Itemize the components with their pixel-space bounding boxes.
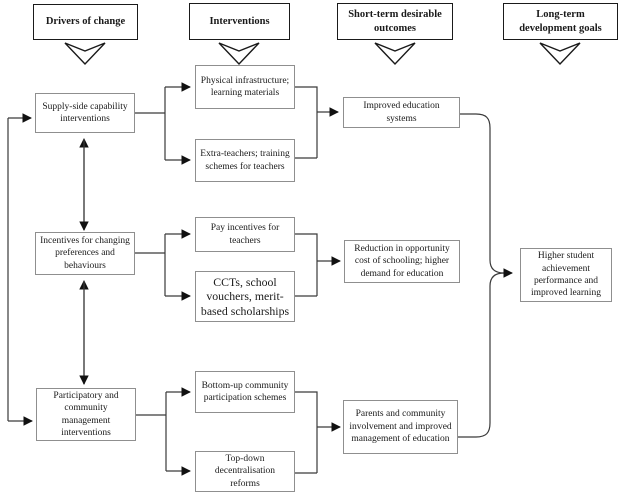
node-label: Supply-side capability interventions [42,101,128,124]
node-label: CCTs, school vouchers, merit-based schol… [200,274,290,318]
node-higher-student-achievement: Higher student achievement performance a… [520,248,612,302]
node-incentives-preferences: Incentives for changing preferences and … [35,232,135,275]
node-parents-community-involvement: Parents and community involvement and im… [343,400,458,454]
node-label: Physical infrastructure; learning materi… [200,75,290,98]
node-bottom-up-participation: Bottom-up community participation scheme… [195,371,295,413]
connector-row1-merge [295,86,339,159]
node-label: Parents and community involvement and im… [349,409,452,445]
node-top-down-decentralisation: Top-down decentralisation reforms [195,451,295,492]
header-label: Short-term desirable outcomes [348,9,442,34]
node-label: Pay incentives for teachers [210,223,280,246]
node-reduction-opportunity-cost: Reduction in opportunity cost of schooli… [344,240,460,283]
node-extra-teachers: Extra-teachers; training schemes for tea… [195,139,295,182]
node-physical-infrastructure: Physical infrastructure; learning materi… [195,65,295,109]
connector-row3-branch [136,387,191,476]
connector-left-bracket [7,113,33,426]
header-interventions: Interventions [189,3,290,40]
header-label: Long-term development goals [519,9,602,34]
node-label: Incentives for changing preferences and … [40,235,130,271]
node-label: Participatory and community management i… [53,390,119,438]
header-long-term-goals: Long-term development goals [503,3,618,40]
connector-row2-branch [135,229,191,301]
connector-row3-merge [295,391,341,474]
node-pay-incentives: Pay incentives for teachers [195,217,295,252]
node-label: Higher student achievement performance a… [531,251,601,299]
block-down-arrow-icon-2 [218,42,260,66]
block-down-arrow-icon-4 [539,42,581,66]
block-down-arrow-icon-1 [64,42,106,66]
node-label: Bottom-up community participation scheme… [201,380,289,403]
node-supply-side-capability: Supply-side capability interventions [35,93,135,133]
node-participatory-management: Participatory and community management i… [36,388,136,441]
connector-outcomes-to-goal [458,113,513,438]
header-drivers-of-change: Drivers of change [33,4,138,40]
node-improved-education-systems: Improved education systems [343,97,460,128]
header-short-term-outcomes: Short-term desirable outcomes [337,3,453,40]
node-ccts-vouchers-scholarships: CCTs, school vouchers, merit-based schol… [195,271,295,322]
header-label: Interventions [209,15,270,27]
connector-row1-branch [135,82,191,165]
connector-row2-merge [295,233,341,297]
header-label: Drivers of change [45,16,126,28]
block-down-arrow-icon-3 [374,42,416,66]
node-label: Extra-teachers; training schemes for tea… [200,149,290,172]
node-label: Top-down decentralisation reforms [214,453,276,489]
node-label: Improved education systems [363,101,440,124]
node-label: Reduction in opportunity cost of schooli… [354,243,450,279]
